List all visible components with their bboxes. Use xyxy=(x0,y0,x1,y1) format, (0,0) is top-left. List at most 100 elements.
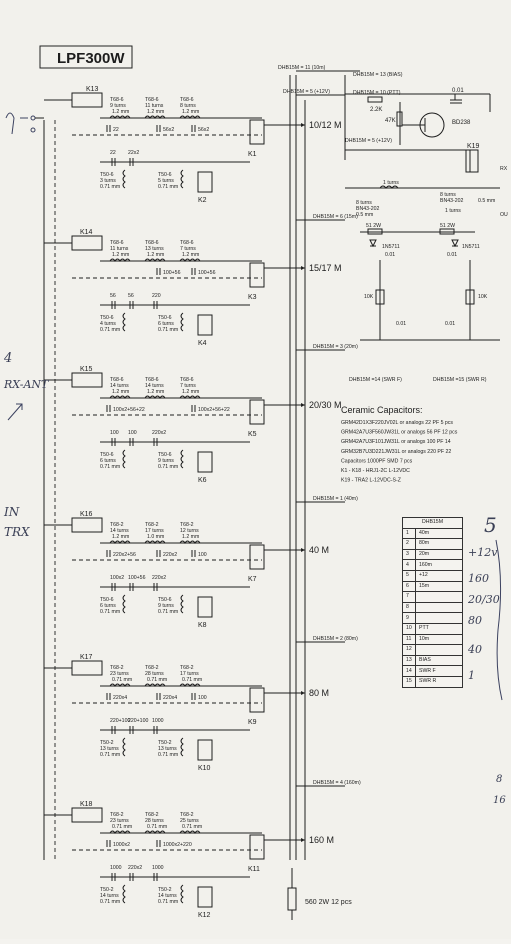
swr-bridge: 1 turns 8 turns BN43-202 0.5 mm 8 turns … xyxy=(345,180,500,383)
relay-label: K2 xyxy=(198,197,207,204)
relay-label: K5 xyxy=(248,431,257,438)
svg-text:T50-6: T50-6 xyxy=(100,597,114,603)
svg-text:51 2W: 51 2W xyxy=(366,223,381,229)
svg-text:0.71 mm: 0.71 mm xyxy=(100,184,120,190)
dhb-row: 8 xyxy=(402,601,463,614)
relay-icon xyxy=(71,372,103,388)
hand-arrow xyxy=(7,403,23,421)
svg-text:0.01: 0.01 xyxy=(385,252,395,258)
svg-text:14 turns: 14 turns xyxy=(100,893,119,899)
svg-text:DHB15M = 6 (15m): DHB15M = 6 (15m) xyxy=(313,214,358,220)
svg-text:T50-6: T50-6 xyxy=(100,315,114,321)
hand-side-note: 160 xyxy=(468,572,489,585)
hand-side-note: 5 xyxy=(484,513,497,537)
hand-side-note: 1 xyxy=(468,669,475,682)
svg-text:100x2+56+22: 100x2+56+22 xyxy=(198,407,230,413)
svg-text:0.71 mm: 0.71 mm xyxy=(158,899,178,905)
relay-label-in: K16 xyxy=(80,511,93,518)
swr-pot-f xyxy=(375,289,385,305)
svg-text:T68-2: T68-2 xyxy=(145,522,159,528)
svg-text:T68-2: T68-2 xyxy=(145,812,159,818)
svg-text:10K: 10K xyxy=(364,294,374,300)
relay-label-in: K13 xyxy=(86,86,99,93)
relay-icon xyxy=(249,399,265,425)
relay-icon xyxy=(197,451,213,473)
svg-text:0.71 mm: 0.71 mm xyxy=(100,899,120,905)
svg-text:1N5711: 1N5711 xyxy=(382,244,400,250)
svg-text:0.01: 0.01 xyxy=(445,321,455,327)
swr-pot-r xyxy=(465,289,475,305)
relay-icon xyxy=(249,262,265,288)
dhb-row: 5+12 xyxy=(402,569,463,582)
svg-text:28 turns: 28 turns xyxy=(145,671,164,677)
svg-text:1000x2: 1000x2 xyxy=(113,842,130,848)
svg-text:OU: OU xyxy=(500,212,508,218)
svg-text:1.0 mm: 1.0 mm xyxy=(147,534,164,540)
hand-side-note: +12v xyxy=(468,546,498,559)
svg-text:14 turns: 14 turns xyxy=(110,383,129,389)
svg-text:DHB15M = 4 (160m): DHB15M = 4 (160m) xyxy=(313,780,361,786)
svg-text:22: 22 xyxy=(110,150,116,156)
svg-text:13 turns: 13 turns xyxy=(158,746,177,752)
svg-text:T50-2: T50-2 xyxy=(100,740,114,746)
svg-text:6 turns: 6 turns xyxy=(100,603,116,609)
relay-label: K6 xyxy=(198,477,207,484)
bias-cap-label: 0.01 xyxy=(452,88,464,94)
relay-icon xyxy=(197,171,213,193)
swr-r-label: DHB15M =15 (SWR R) xyxy=(433,377,487,383)
svg-text:14 turns: 14 turns xyxy=(110,528,129,534)
svg-text:220x4: 220x4 xyxy=(113,695,127,701)
svg-text:1.2 mm: 1.2 mm xyxy=(182,109,199,115)
svg-text:8 turns: 8 turns xyxy=(440,192,456,198)
svg-text:T68-2: T68-2 xyxy=(110,522,124,528)
svg-text:0.01: 0.01 xyxy=(447,252,457,258)
svg-text:1.2 mm: 1.2 mm xyxy=(112,534,129,540)
svg-text:0.71 mm: 0.71 mm xyxy=(147,824,167,830)
svg-text:T50-6: T50-6 xyxy=(158,172,172,178)
relay-k19: K19 xyxy=(467,143,480,150)
svg-text:8 turns: 8 turns xyxy=(180,103,196,109)
svg-text:1.2 mm: 1.2 mm xyxy=(147,109,164,115)
hand-side-note: 80 xyxy=(468,614,482,627)
band-label: 80 M xyxy=(309,688,329,698)
svg-text:T50-6: T50-6 xyxy=(158,597,172,603)
svg-text:T50-6: T50-6 xyxy=(100,452,114,458)
relay-label: K3 xyxy=(248,294,257,301)
svg-text:1.2 mm: 1.2 mm xyxy=(112,389,129,395)
transistor-label: BD238 xyxy=(452,120,471,126)
svg-text:0.71 mm: 0.71 mm xyxy=(112,824,132,830)
title: LPF300W xyxy=(57,50,125,67)
svg-text:220x2: 220x2 xyxy=(163,552,177,558)
load-label: 560 2W 12 pcs xyxy=(305,899,352,906)
svg-text:T50-6: T50-6 xyxy=(158,452,172,458)
svg-text:7 turns: 7 turns xyxy=(180,383,196,389)
svg-text:T68-6: T68-6 xyxy=(110,240,124,246)
svg-text:28 turns: 28 turns xyxy=(145,818,164,824)
relay-icon xyxy=(71,517,103,533)
relay-label: K12 xyxy=(198,912,211,919)
svg-text:25 turns: 25 turns xyxy=(180,818,199,824)
ceramic-line: GRM42A7U3F560JW31L or analogs 56 PF 12 p… xyxy=(341,430,458,436)
relay-label-in: K17 xyxy=(80,654,93,661)
svg-text:T68-6: T68-6 xyxy=(180,377,194,383)
svg-text:T68-2: T68-2 xyxy=(110,812,124,818)
svg-text:0.71 mm: 0.71 mm xyxy=(158,752,178,758)
svg-text:12 turns: 12 turns xyxy=(180,528,199,534)
svg-text:7 turns: 7 turns xyxy=(180,246,196,252)
svg-text:0.71 mm: 0.71 mm xyxy=(100,464,120,470)
svg-text:0.71 mm: 0.71 mm xyxy=(147,677,167,683)
ceramic-line: GRM42A7U3F101JW31L or analogs 100 PF 14 xyxy=(341,439,451,445)
svg-text:17 turns: 17 turns xyxy=(180,671,199,677)
svg-text:T68-2: T68-2 xyxy=(180,665,194,671)
svg-text:0.71 mm: 0.71 mm xyxy=(100,327,120,333)
hand-margin-8: 8 xyxy=(496,774,502,785)
svg-text:1.2 mm: 1.2 mm xyxy=(182,389,199,395)
